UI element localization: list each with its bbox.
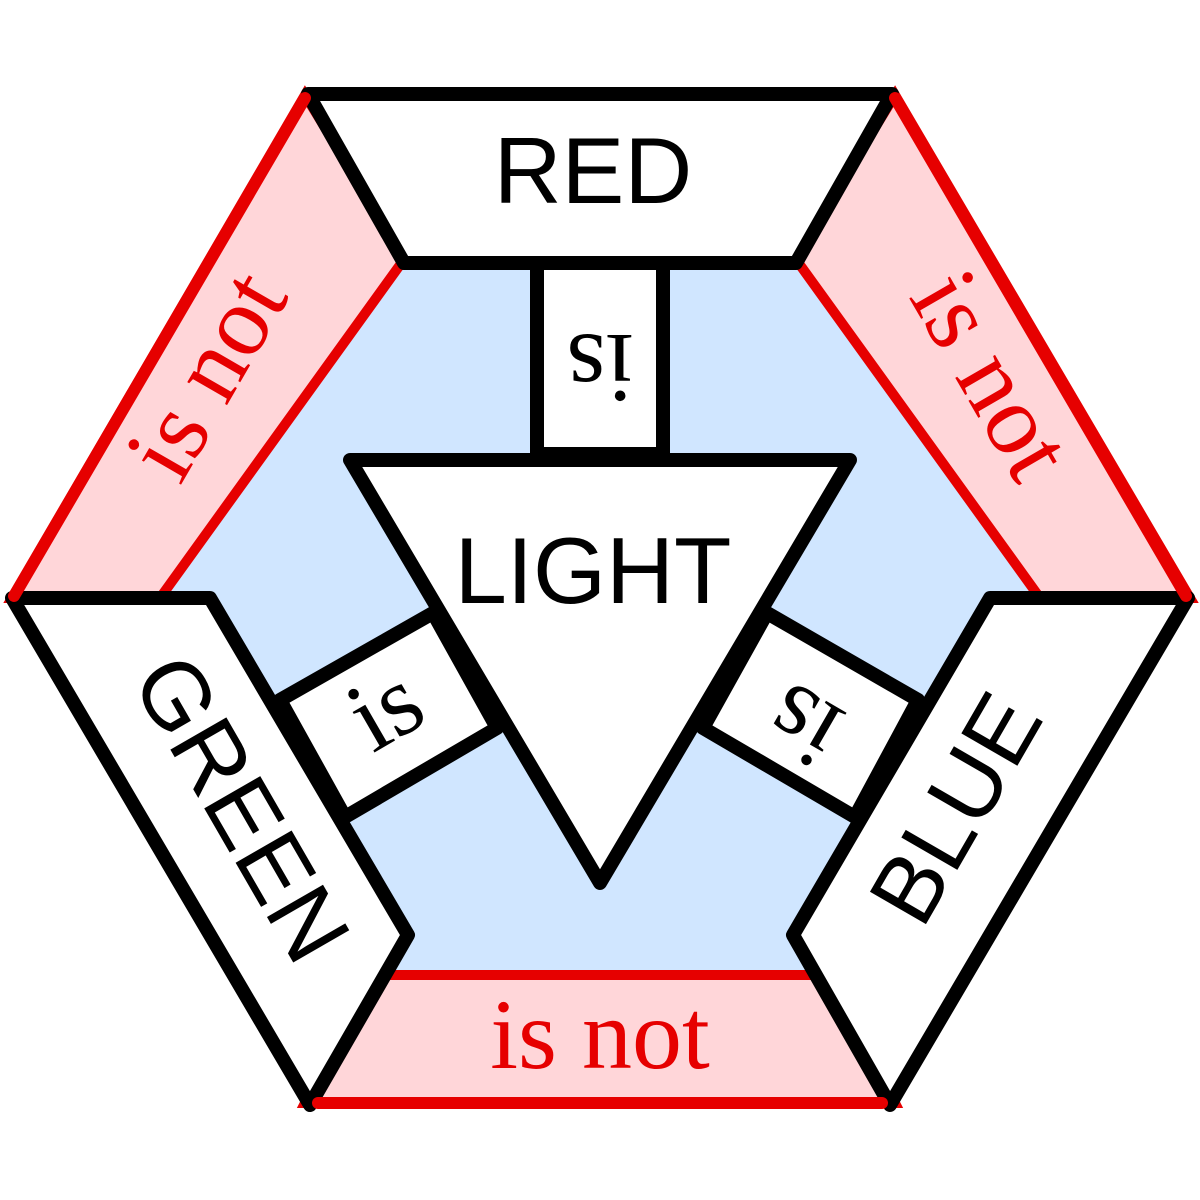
node-light-label: LIGHT xyxy=(455,518,732,623)
is-connector-red-light: is xyxy=(530,251,670,461)
outer-red-edges xyxy=(8,92,1192,1109)
is-label-red-light: is xyxy=(567,313,634,424)
is-not-band-green-blue: is not xyxy=(296,970,904,1108)
node-red: RED xyxy=(301,87,899,270)
is-connector-green-light: is xyxy=(273,606,504,824)
is-not-label-green-blue: is not xyxy=(490,979,710,1090)
node-light: LIGHT xyxy=(343,453,857,890)
node-red-label: RED xyxy=(494,118,692,223)
